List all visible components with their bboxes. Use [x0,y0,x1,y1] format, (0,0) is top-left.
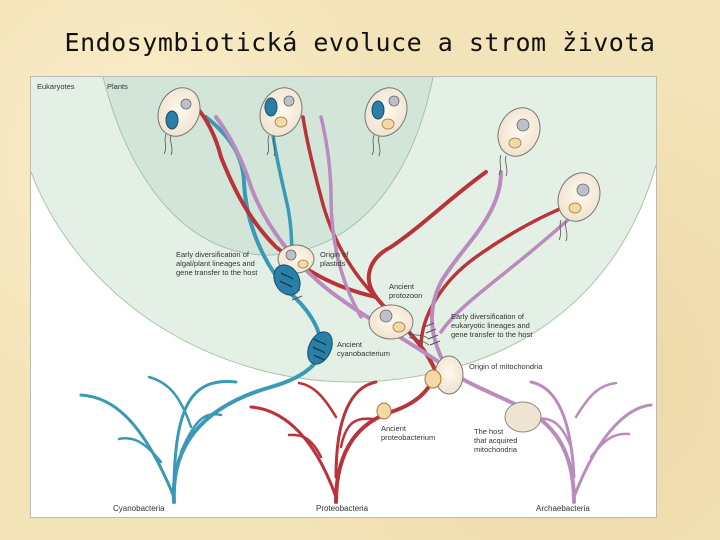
early-algal-annotation: Early diversification of algal/plant lin… [176,250,258,277]
svg-text:mitochondria: mitochondria [474,445,518,454]
svg-text:algal/plant lineages and: algal/plant lineages and [176,259,255,268]
cyanobacterium-annotation: Ancient cyanobacterium [337,340,390,358]
ancient-proteobacterium [376,402,392,420]
svg-text:Ancient: Ancient [381,424,407,433]
svg-text:The host: The host [474,427,504,436]
tree-of-life-svg: Eukaryotes Plants Early diversification … [31,77,656,513]
svg-text:Early diversification of: Early diversification of [451,312,525,321]
tree-of-life-figure: Eukaryotes Plants Early diversification … [30,76,657,518]
engulfed-cyanobacterium [273,264,301,296]
svg-text:proteobacterium: proteobacterium [381,433,435,442]
svg-text:Ancient: Ancient [337,340,363,349]
ancient-protozoon [368,304,430,346]
plants-label: Plants [107,82,128,91]
plant-cell-1 [157,87,201,156]
svg-text:Origin of: Origin of [320,250,349,259]
cyanobacteria-label: Cyanobacteria [113,504,165,513]
plastids-annotation: Origin of plastids [320,250,349,268]
proteobacteria-label: Proteobacteria [316,504,369,513]
ancient-cyanobacterium [307,331,333,365]
svg-text:cyanobacterium: cyanobacterium [337,349,390,358]
svg-text:that acquired: that acquired [474,436,517,445]
svg-text:Ancient: Ancient [389,282,415,291]
svg-text:gene transfer to the host: gene transfer to the host [176,268,258,277]
plant-cell-3 [364,87,408,157]
eukaryotes-label: Eukaryotes [37,82,75,91]
svg-text:protozoon: protozoon [389,291,422,300]
mitochondria-annotation: Origin of mitochondria [469,362,543,371]
protozoon-cell-1 [497,107,541,177]
mitochondria-origin-cell [424,355,464,395]
host-archaeon-cell [504,401,542,433]
slide-title: Endosymbiotická evoluce a strom života [64,28,656,57]
protozoon-annotation: Ancient protozoon [389,282,422,300]
svg-text:Early diversification of: Early diversification of [176,250,250,259]
proteobacterium-annotation: Ancient proteobacterium [381,424,435,442]
host-annotation: The host that acquired mitochondria [474,427,518,454]
early-eukaryotic-annotation: Early diversification of eukaryotic line… [451,312,533,339]
plant-cell-2 [259,87,303,157]
svg-text:eukaryotic lineages and: eukaryotic lineages and [451,321,530,330]
archaebacteria-label: Archaebacteria [536,504,590,513]
svg-text:plastids: plastids [320,259,346,268]
svg-text:gene transfer to the host: gene transfer to the host [451,330,533,339]
protozoon-cell-2 [557,172,601,242]
